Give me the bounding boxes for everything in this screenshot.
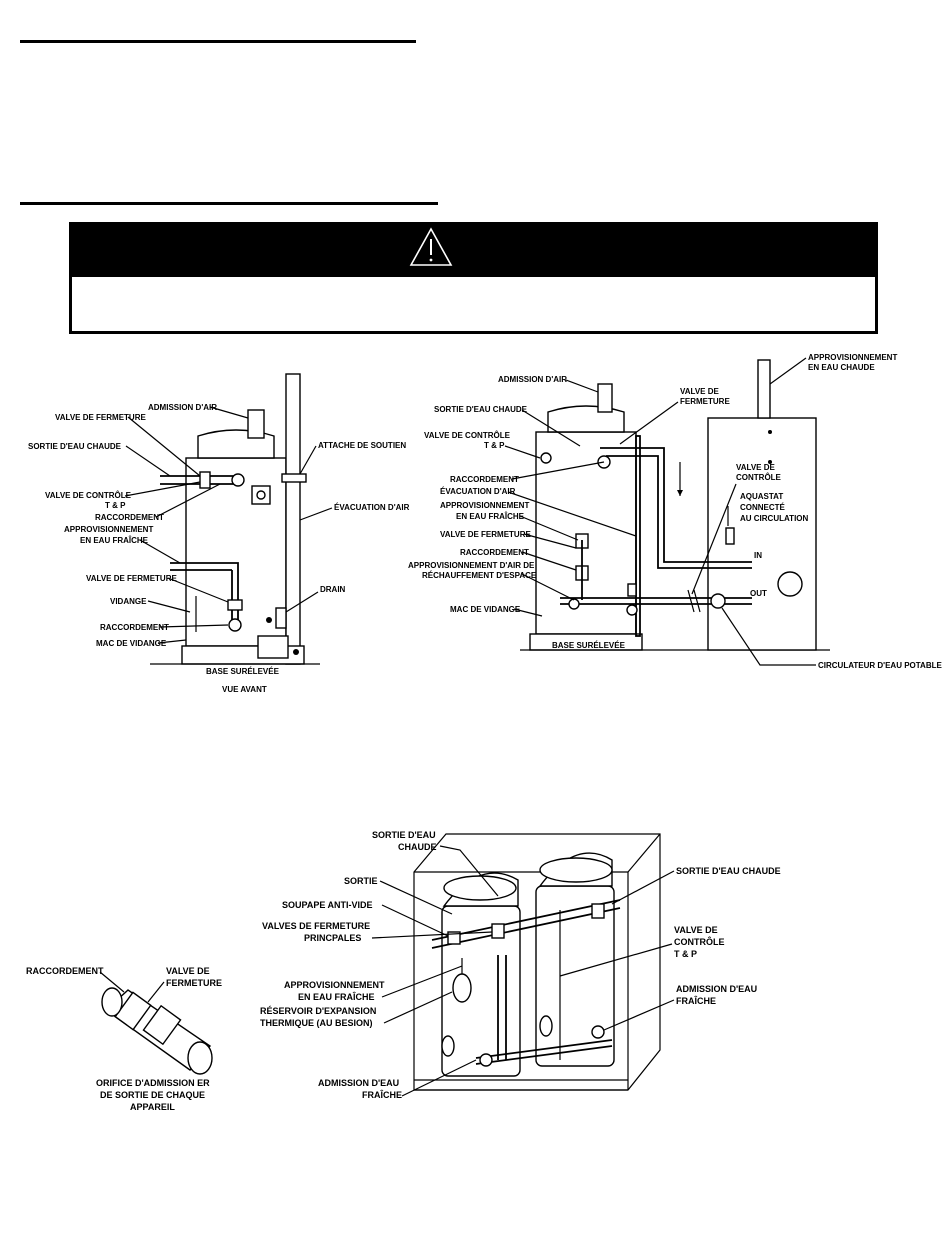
mv-label-union: RACCORDEMENT — [26, 966, 104, 976]
sh-label-ctrl-valve-1: VALVE DE — [736, 463, 775, 472]
fv-label-cold-supply-1: APPROVISIONNEMENT — [64, 525, 153, 534]
sh-label-hot-supply-2: EN EAU CHAUDE — [808, 363, 875, 372]
sh-label-tp-2: T & P — [484, 441, 505, 450]
fv-label-union-2: RACCORDEMENT — [100, 623, 169, 632]
sh-label-union-2: RACCORDEMENT — [460, 548, 529, 557]
sh-label-aquastat-1: AQUASTAT — [740, 492, 783, 501]
front-view-diagram: ADMISSION D'AIR VALVE DE FERMETURE SORTI… — [28, 373, 410, 694]
sh-label-space-air-2: RÉCHAUFFEMENT D'ESPACE — [422, 571, 537, 580]
sh-label-in: IN — [754, 551, 762, 560]
fv-label-drain: DRAIN — [320, 585, 346, 594]
mv-label-hot-out-right: SORTIE D'EAU CHAUDE — [676, 866, 781, 876]
fv-label-drain-pan: MAC DE VIDANGE — [96, 639, 167, 648]
pipe-detail — [101, 987, 213, 1075]
sh-label-cold-2: EN EAU FRAÎCHE — [456, 512, 525, 521]
top-rule-2 — [20, 202, 438, 205]
fv-label-tp-valve-1: VALVE DE CONTRÔLE — [45, 491, 132, 500]
mv-label-orifice-2: DE SORTIE DE CHAQUE — [100, 1090, 205, 1100]
mv-label-main-valves-1: VALVES DE FERMETURE — [262, 921, 370, 931]
fv-label-cold-supply-2: EN EAU FRAÎCHE — [80, 536, 149, 545]
mv-label-tp-3: T & P — [674, 949, 697, 959]
sh-label-hot-outlet: SORTIE D'EAU CHAUDE — [434, 405, 528, 414]
fv-label-shutoff-valve-2: VALVE DE FERMETURE — [86, 574, 177, 583]
mv-label-orifice-1: ORIFICE D'ADMISSION ER — [96, 1078, 210, 1088]
mv-label-tp-2: CONTRÔLE — [674, 936, 725, 947]
fv-label-union: RACCORDEMENT — [95, 513, 164, 522]
sh-label-shutoff-3: VALVE DE FERMETURE — [440, 530, 531, 539]
sh-label-air-intake: ADMISSION D'AIR — [498, 375, 567, 384]
mv-label-exp-1: RÉSERVOIR D'EXPANSION — [260, 1006, 376, 1016]
mv-label-exp-2: THERMIQUE (AU BESION) — [260, 1018, 373, 1028]
warning-header-bar — [72, 225, 875, 277]
mv-label-hot-out-1: SORTIE D'EAU — [372, 830, 436, 840]
warning-box — [69, 222, 878, 334]
sh-label-tp-1: VALVE DE CONTRÔLE — [424, 431, 511, 440]
mv-label-orifice-3: APPAREIL — [130, 1102, 175, 1112]
sh-label-out: OUT — [750, 589, 767, 598]
sh-label-space-air-1: APPROVISIONNEMENT D'AIR DE — [408, 561, 535, 570]
warning-triangle-icon — [409, 227, 453, 266]
sh-label-cold-1: APPROVISIONNEMENT — [440, 501, 529, 510]
space-heating-diagram: APPROVISIONNEMENT EN EAU CHAUDE ADMISSIO… — [408, 353, 942, 670]
mv-label-intake-b2: FRAÎCHE — [362, 1089, 402, 1100]
fv-label-view-title: VUE AVANT — [222, 685, 267, 694]
top-rule-1 — [20, 40, 416, 43]
fv-label-air-intake: ADMISSION D'AIR — [148, 403, 217, 412]
fv-label-raised-base: BASE SURÉLEVÉE — [206, 667, 280, 676]
mv-label-intake-b1: ADMISSION D'EAU — [318, 1078, 399, 1088]
mv-label-hot-out-2: CHAUDE — [398, 842, 437, 852]
mv-label-tp-1: VALVE DE — [674, 925, 718, 935]
sh-label-shutoff-1: VALVE DE — [680, 387, 719, 396]
sh-label-aquastat-3: AU CIRCULATION — [740, 514, 809, 523]
fv-label-shutoff-valve: VALVE DE FERMETURE — [55, 413, 146, 422]
mv-label-main-valves-2: PRINCPALES — [304, 933, 361, 943]
sh-label-hot-supply-1: APPROVISIONNEMENT — [808, 353, 897, 362]
mv-label-shutoff-2: FERMETURE — [166, 978, 222, 988]
multi-heater-diagram: SORTIE D'EAU CHAUDE SORTIE SORTIE D'EAU … — [26, 830, 781, 1112]
mv-label-intake-r2: FRAÎCHE — [676, 995, 716, 1006]
sh-label-air-exhaust: ÉVACUATION D'AIR — [440, 487, 516, 496]
sh-label-drain-pan: MAC DE VIDANGE — [450, 605, 521, 614]
sh-label-circulator: CIRCULATEUR D'EAU POTABLE — [818, 661, 942, 670]
mv-label-outlet: SORTIE — [344, 876, 378, 886]
mv-label-vacuum: SOUPAPE ANTI-VIDE — [282, 900, 373, 910]
mv-label-shutoff-1: VALVE DE — [166, 966, 210, 976]
mv-label-cold-2: EN EAU FRAÎCHE — [298, 991, 375, 1002]
sh-label-ctrl-valve-2: CONTRÔLE — [736, 473, 782, 482]
fv-label-tp-valve-2: T & P — [105, 501, 126, 510]
sh-label-union: RACCORDEMENT — [450, 475, 519, 484]
fv-label-air-exhaust: ÉVACUATION D'AIR — [334, 503, 410, 512]
sh-label-shutoff-2: FERMETURE — [680, 397, 730, 406]
fv-label-drain-valve: VIDANGE — [110, 597, 147, 606]
mv-label-intake-r1: ADMISSION D'EAU — [676, 984, 757, 994]
sh-label-aquastat-2: CONNECTÉ — [740, 503, 786, 512]
fv-label-support-strap: ATTACHE DE SOUTIEN — [318, 441, 406, 450]
mv-label-cold-1: APPROVISIONNEMENT — [284, 980, 385, 990]
sh-label-raised-base: BASE SURÉLEVÉE — [552, 641, 626, 650]
fv-label-hot-water-outlet: SORTIE D'EAU CHAUDE — [28, 442, 122, 451]
